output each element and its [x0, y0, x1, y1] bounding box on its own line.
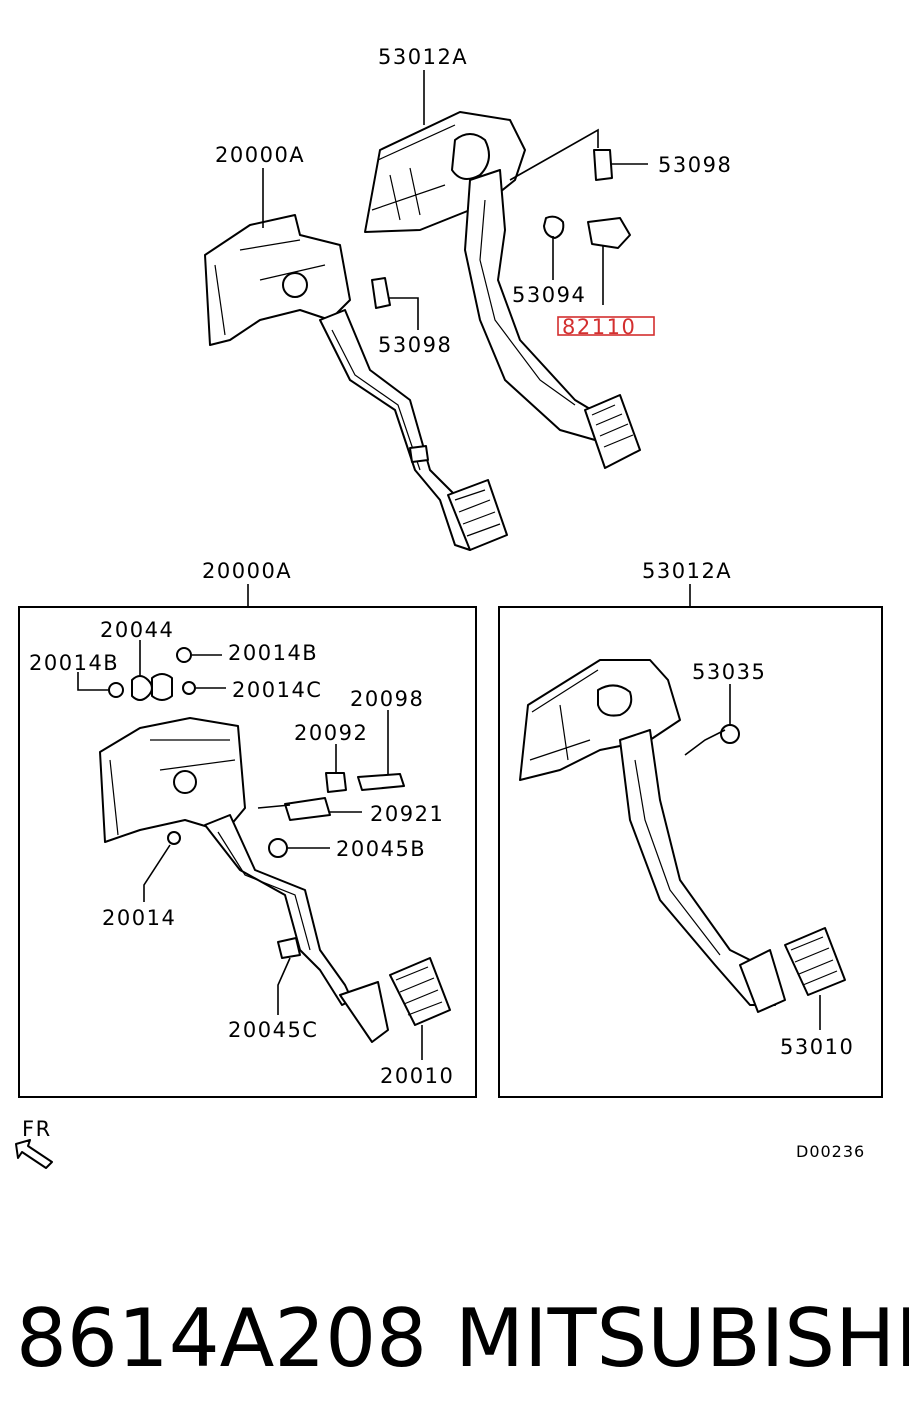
label-nut: 20092: [294, 721, 368, 745]
label-diagram-code: D00236: [796, 1142, 865, 1161]
label-bolt: 20098: [350, 687, 424, 711]
label-front-marker: FR: [22, 1117, 52, 1141]
label-collar: 20014: [102, 906, 176, 930]
label-top-bolt-left: 53098: [378, 333, 452, 357]
label-brake-stopper: 53035: [692, 660, 766, 684]
front-arrow-icon: [15, 1139, 53, 1169]
clutch-detail-box: [18, 606, 477, 1098]
label-clip: 20014C: [232, 678, 322, 702]
footer-part-number: 8614A208: [16, 1292, 427, 1385]
top-assembly: [204, 70, 648, 551]
label-clamp: 20045C: [228, 1018, 318, 1042]
brake-detail-drawing: [519, 659, 846, 1030]
label-switch: 20921: [370, 802, 444, 826]
label-top-pedal-set: 53012A: [378, 45, 468, 69]
label-clutch-pad: 20010: [380, 1064, 454, 1088]
label-left-box-title: 20000A: [202, 559, 292, 583]
footer-brand: MITSUBISHI: [455, 1292, 909, 1385]
highlight-box[interactable]: [557, 316, 655, 336]
label-bushing-right: 20014B: [228, 641, 318, 665]
label-top-nut: 53094: [512, 283, 586, 307]
label-bushing-left: 20014B: [29, 651, 119, 675]
brake-detail-box: [498, 606, 883, 1098]
label-brake-pad: 53010: [780, 1035, 854, 1059]
label-highlight-part: 82110: [562, 315, 636, 339]
label-right-box-title: 53012A: [642, 559, 732, 583]
label-stopper: 20045B: [336, 837, 426, 861]
clutch-detail-drawing: [77, 640, 451, 1060]
label-top-clutch-set: 20000A: [215, 143, 305, 167]
label-spring: 20044: [100, 618, 174, 642]
label-top-bolt-right: 53098: [658, 153, 732, 177]
